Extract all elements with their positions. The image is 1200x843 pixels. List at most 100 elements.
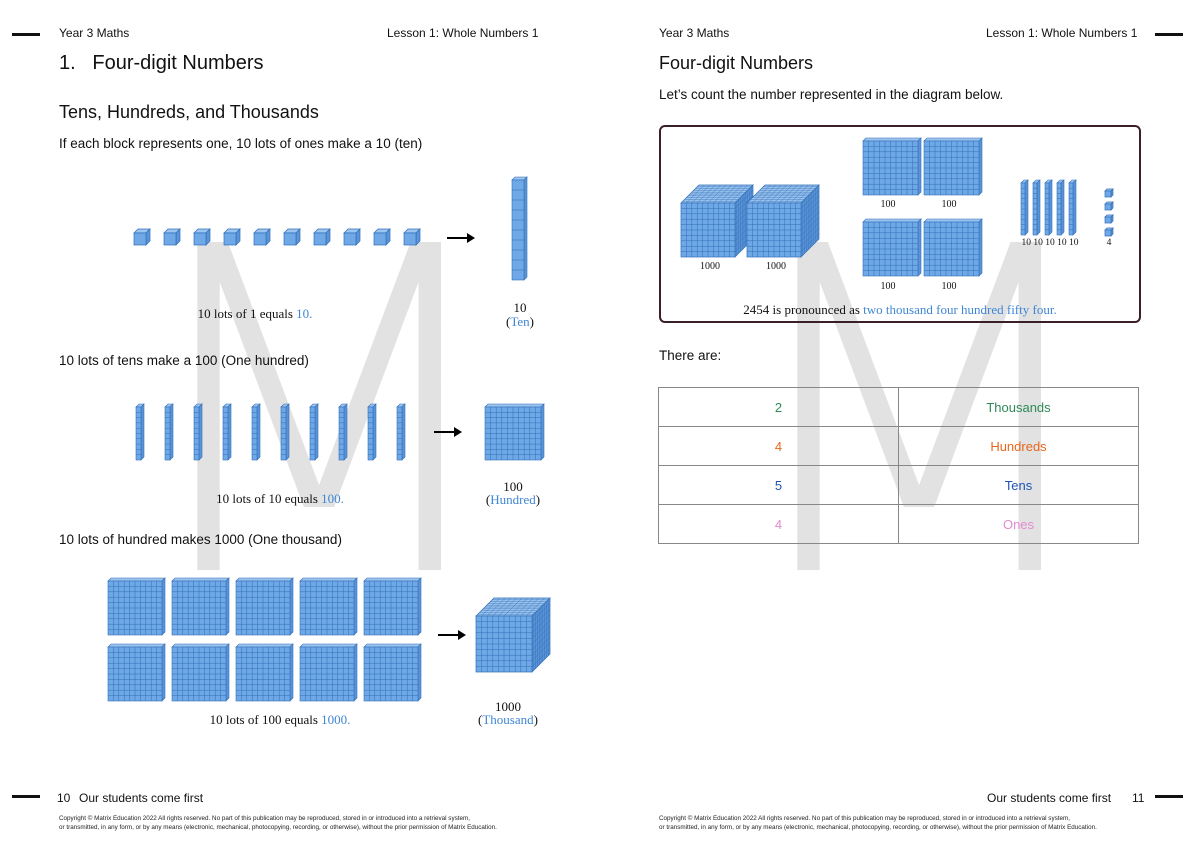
label-hundred-2: 100	[924, 199, 974, 210]
footer-page-number: 11	[1132, 791, 1144, 805]
copyright-line-1: Copyright © Matrix Education 2022 All ri…	[659, 814, 1179, 823]
one-block	[1105, 202, 1113, 210]
copyright-notice: Copyright © Matrix Education 2022 All ri…	[59, 814, 579, 832]
footer-slogan: Our students come first	[987, 791, 1111, 805]
count-cell: 5	[659, 466, 899, 505]
caption-tens-prefix: 10 lots of 10 equals	[216, 491, 321, 506]
hundred-flat	[300, 644, 357, 701]
ten-rod	[1033, 180, 1040, 235]
hundred-flat	[364, 644, 421, 701]
ten-rod	[194, 404, 202, 460]
ten-rod	[223, 404, 231, 460]
ten-rod	[339, 404, 347, 460]
arrow-icon	[434, 427, 462, 437]
result-thousand-word: (Thousand)	[464, 712, 552, 728]
copyright-line-1: Copyright © Matrix Education 2022 All ri…	[59, 814, 579, 823]
label-hundred-1: 100	[863, 199, 913, 210]
hundred-flat	[863, 138, 921, 195]
caption-ones: 10 lots of 1 equals 10.	[160, 306, 350, 322]
hundred-flat	[236, 578, 293, 635]
number-diagram: 1000 1000 100 100 100 100 10 10 10 10 10…	[659, 125, 1141, 323]
copyright-notice: Copyright © Matrix Education 2022 All ri…	[659, 814, 1179, 832]
caption-hundreds-value: 1000.	[321, 712, 350, 727]
ten-rod	[1021, 180, 1028, 235]
one-block	[254, 229, 270, 245]
ten-rod	[165, 404, 173, 460]
one-block	[1105, 228, 1113, 236]
hundred-flat	[300, 578, 357, 635]
unit-cell: Hundreds	[899, 427, 1139, 466]
result-hundred-word: (Hundred)	[470, 492, 556, 508]
label-hundred-3: 100	[863, 281, 913, 292]
diagram-caption: 2454 is pronounced as two thousand four …	[661, 302, 1139, 318]
result-thousand-word-text: Thousand	[482, 712, 533, 727]
thousand-cube	[681, 185, 753, 257]
hundred-flat	[863, 219, 921, 276]
one-block	[344, 229, 360, 245]
hundred-flat	[924, 219, 982, 276]
caption-tens: 10 lots of 10 equals 100.	[180, 491, 380, 507]
label-tens: 10 10 10 10 10	[1017, 238, 1083, 248]
footer-page-number: 10	[57, 791, 70, 805]
result-ten-word: (Ten)	[490, 314, 550, 330]
thousand-cube	[476, 598, 550, 672]
label-hundred-4: 100	[924, 281, 974, 292]
label-thousand-2: 1000	[751, 261, 801, 272]
ten-rod	[512, 177, 527, 280]
arrow-icon	[447, 233, 475, 243]
result-ten-word-text: Ten	[510, 314, 529, 329]
unit-cell: Ones	[899, 505, 1139, 544]
one-block	[164, 229, 180, 245]
hundred-flat	[108, 578, 165, 635]
one-block	[374, 229, 390, 245]
ten-rod	[310, 404, 318, 460]
copyright-line-2: or transmitted, in any form, or by any m…	[59, 823, 579, 832]
arrow-icon	[438, 630, 466, 640]
one-block	[224, 229, 240, 245]
caption-hundreds: 10 lots of 100 equals 1000.	[180, 712, 380, 728]
ten-rod	[252, 404, 260, 460]
header-rule	[1155, 33, 1183, 36]
right-page: M Year 3 Maths Lesson 1: Whole Numbers 1…	[600, 0, 1200, 843]
footer-rule	[12, 795, 40, 798]
diagram-caption-prefix: 2454 is pronounced as	[743, 302, 863, 317]
label-ones: 4	[1101, 238, 1117, 248]
caption-ones-value: 10.	[296, 306, 312, 321]
unit-cell: Tens	[899, 466, 1139, 505]
ten-rod	[1069, 180, 1076, 235]
hundred-flat	[108, 644, 165, 701]
count-cell: 4	[659, 505, 899, 544]
one-block	[1105, 189, 1113, 197]
intro-text: Let’s count the number represented in th…	[659, 87, 1003, 102]
hundred-flat	[236, 644, 293, 701]
footer-rule	[1155, 795, 1183, 798]
ten-rod	[281, 404, 289, 460]
left-page: M Year 3 Maths Lesson 1: Whole Numbers 1…	[0, 0, 600, 843]
footer-slogan: Our students come first	[79, 791, 203, 805]
ten-rod	[1045, 180, 1052, 235]
count-cell: 4	[659, 427, 899, 466]
hundred-flat	[172, 578, 229, 635]
unit-cell: Thousands	[899, 388, 1139, 427]
intro-tens: 10 lots of tens make a 100 (One hundred)	[59, 353, 309, 368]
intro-hundreds: 10 lots of hundred makes 1000 (One thous…	[59, 532, 342, 547]
one-block	[194, 229, 210, 245]
one-block	[314, 229, 330, 245]
caption-hundreds-prefix: 10 lots of 100 equals	[210, 712, 322, 727]
one-block	[404, 229, 420, 245]
ten-rod	[1057, 180, 1064, 235]
caption-ones-prefix: 10 lots of 1 equals	[198, 306, 297, 321]
one-block	[284, 229, 300, 245]
hundred-flat	[364, 578, 421, 635]
diagram-caption-words: two thousand four hundred fifty four.	[863, 302, 1057, 317]
ten-rod	[136, 404, 144, 460]
header-lesson: Lesson 1: Whole Numbers 1	[986, 26, 1137, 40]
ten-rod	[368, 404, 376, 460]
hundred-flat	[172, 644, 229, 701]
page-title: Four-digit Numbers	[659, 53, 813, 74]
